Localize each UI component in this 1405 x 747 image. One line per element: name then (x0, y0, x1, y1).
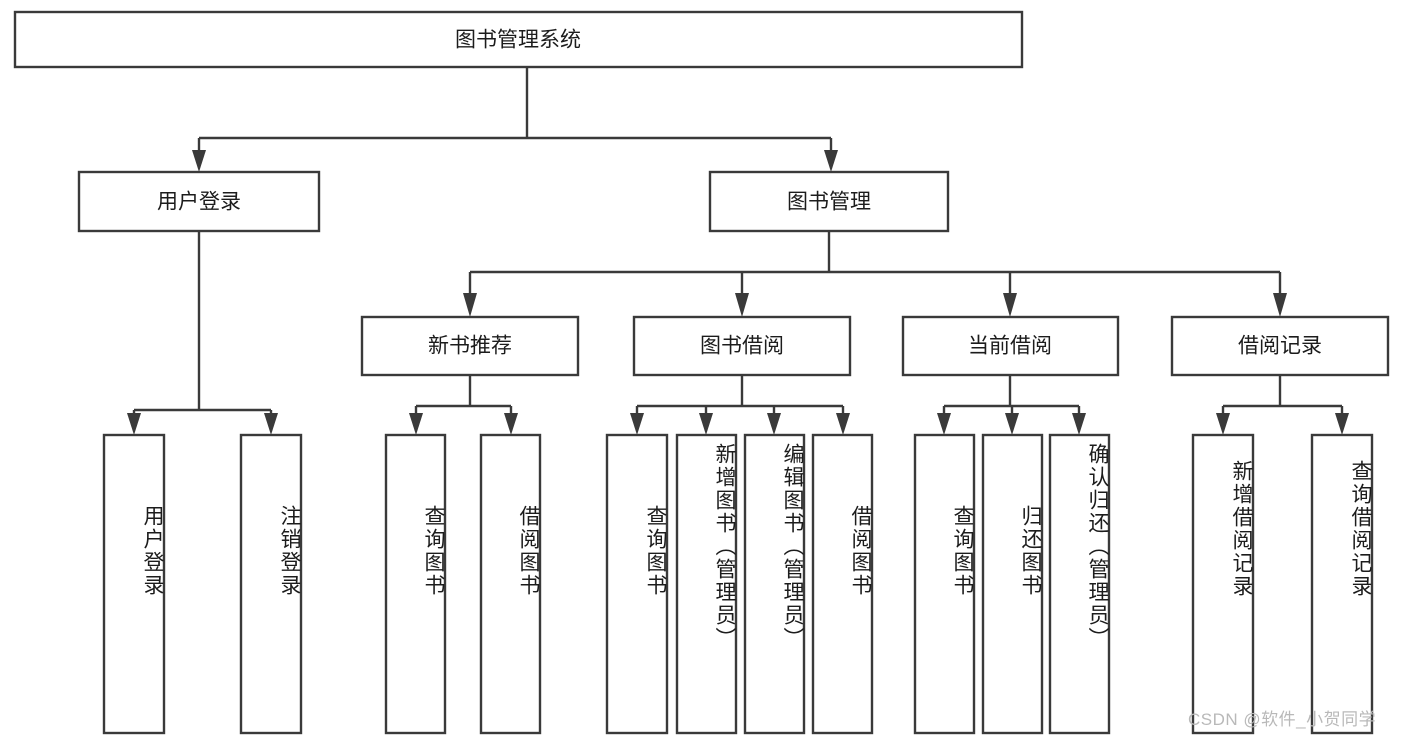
arrow-head-icon (1273, 293, 1287, 317)
node-borrow-record-label: 借阅记录 (1238, 335, 1322, 358)
arrow-head-icon (767, 413, 781, 435)
node-current-borrow-box (901, 315, 1120, 377)
node-user-login-label: 用户登录 (157, 191, 241, 214)
arrow-head-icon (836, 413, 850, 435)
csdn-watermark: CSDN @软件_小贺同学 (1188, 710, 1377, 729)
arrow-head-icon (937, 413, 951, 435)
leaf-box-confirm-return-admin[interactable] (1048, 433, 1111, 735)
leaf-box-edit-book-admin[interactable] (743, 433, 806, 735)
arrow-head-icon (1005, 413, 1019, 435)
arrow-head-icon (127, 413, 141, 435)
arrow-head-icon (504, 413, 518, 435)
leaf-box-user-login[interactable] (102, 433, 166, 735)
connector-root-to-level2 (192, 67, 838, 172)
node-book-borrow-label: 图书借阅 (700, 335, 784, 358)
node-root-system[interactable]: 图书管理系统 (13, 10, 1024, 69)
node-current-borrow-label: 当前借阅 (968, 335, 1052, 358)
arrow-head-icon (264, 413, 278, 435)
node-current-borrow[interactable]: 当前借阅 (901, 315, 1120, 377)
connector-recommend-to-leaves (409, 375, 518, 435)
leaf-box-query-book-current[interactable] (913, 433, 976, 735)
connector-bookmgmt-to-level3 (463, 231, 1287, 317)
node-book-borrow[interactable]: 图书借阅 (632, 315, 852, 377)
node-user-login-box (77, 170, 321, 233)
leaf-box-return-book[interactable] (981, 433, 1044, 735)
node-new-book-recommend-label: 新书推荐 (428, 335, 512, 358)
connector-userlogin-to-leaves (127, 231, 278, 435)
node-book-management-label: 图书管理 (787, 191, 871, 214)
leaf-boxes-group (102, 433, 1374, 735)
leaf-box-add-book-admin[interactable] (675, 433, 738, 735)
arrow-head-icon (1072, 413, 1086, 435)
leaf-box-query-book-borrow[interactable] (605, 433, 669, 735)
node-user-login[interactable]: 用户登录 (77, 170, 321, 233)
leaf-box-borrow-book[interactable] (811, 433, 874, 735)
leaf-box-add-borrow-record[interactable] (1191, 433, 1255, 735)
arrow-head-icon (192, 150, 206, 172)
arrow-head-icon (463, 293, 477, 317)
leaf-box-logout[interactable] (239, 433, 303, 735)
arrow-head-icon (699, 413, 713, 435)
node-borrow-record[interactable]: 借阅记录 (1170, 315, 1390, 377)
connector-borrow-to-leaves (630, 375, 850, 435)
node-new-book-recommend[interactable]: 新书推荐 (360, 315, 580, 377)
connector-record-to-leaves (1216, 375, 1349, 435)
node-book-management[interactable]: 图书管理 (708, 170, 950, 233)
arrow-head-icon (824, 150, 838, 172)
leaf-box-borrow-book-recommend[interactable] (479, 433, 542, 735)
arrow-head-icon (735, 293, 749, 317)
arrow-head-icon (409, 413, 423, 435)
node-root-label: 图书管理系统 (455, 29, 581, 52)
arrow-head-icon (630, 413, 644, 435)
node-root-box (13, 10, 1024, 69)
node-new-book-recommend-box (360, 315, 580, 377)
arrow-head-icon (1335, 413, 1349, 435)
leaf-box-query-book-recommend[interactable] (384, 433, 447, 735)
arrow-head-icon (1216, 413, 1230, 435)
arrow-head-icon (1003, 293, 1017, 317)
leaf-box-query-borrow-record[interactable] (1310, 433, 1374, 735)
connector-current-to-leaves (937, 375, 1086, 435)
